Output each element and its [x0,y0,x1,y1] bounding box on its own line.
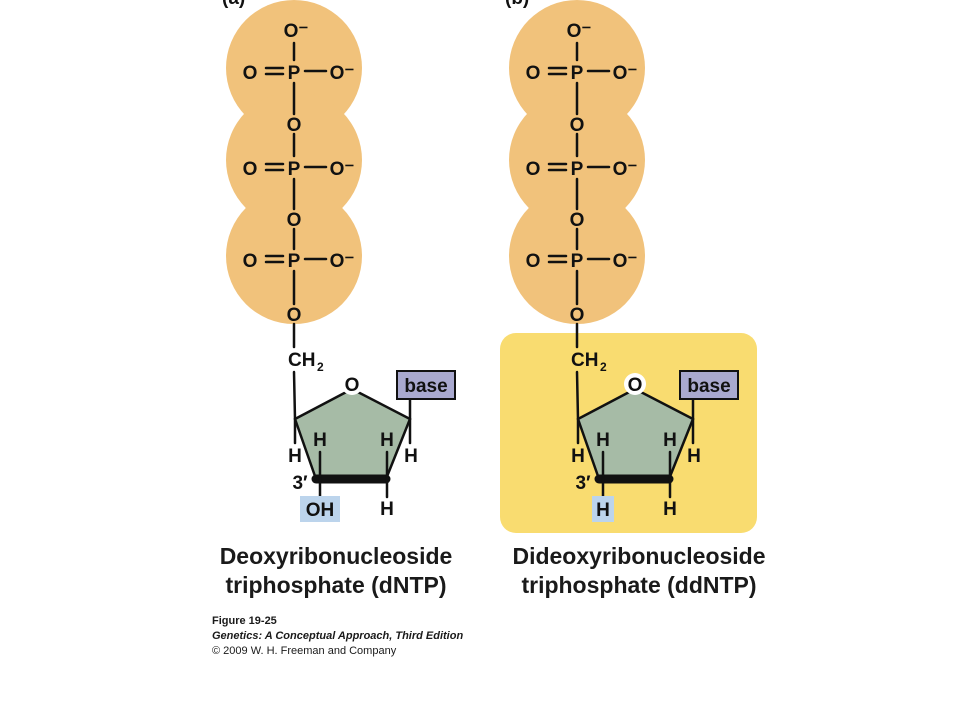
bond-ch2-c4 [292,370,297,421]
panel-b-title-line2: triphosphate (ddNTP) [521,572,757,598]
figure-credit: Figure 19-25 Genetics: A Conceptual Appr… [212,614,463,659]
phosphorus-3: P [571,251,584,272]
hydrogen-c3-upper: H [313,430,327,451]
three-prime-group: OH [306,500,335,521]
charged-oxygen-top: O⁻ [567,21,592,42]
phosphorus-2: P [571,159,584,180]
panel-a-title-line1: Deoxyribonucleoside [219,543,453,569]
double-bond-oxygen-1: O [243,63,258,84]
hydrogen-c1: H [404,446,418,467]
three-prime-label: 3′ [292,473,308,494]
ring-oxygen: O [628,375,643,396]
charged-oxygen-1: O⁻ [613,63,638,84]
double-bond-oxygen-3: O [526,251,541,272]
double-bond-oxygen-3: O [243,251,258,272]
base-label: base [404,376,447,397]
bridge-oxygen-3: O [287,305,302,326]
bridge-oxygen-3: O [570,305,585,326]
bridge-oxygen-2: O [570,210,585,231]
panel-label-b: (b) [505,0,529,9]
hydrogen-c2-upper: H [663,430,677,451]
double-bond-oxygen-1: O [526,63,541,84]
ch2-carbon: CH [288,350,315,371]
ring-oxygen-bg [341,373,363,395]
base-box [679,370,739,400]
bridge-oxygen-1: O [570,115,585,136]
three-prime-box [300,496,340,522]
panel-b-title-line1: Dideoxyribonucleoside [512,543,766,569]
panel-a-title-line2: triphosphate (dNTP) [225,572,447,598]
three-prime-label: 3′ [575,473,591,494]
three-prime-group: H [596,500,610,521]
charged-oxygen-2: O⁻ [613,159,638,180]
phosphate-disc-2 [226,92,362,228]
book-title: Genetics: A Conceptual Approach, Third E… [212,630,464,642]
ch2-subscript: 2 [317,360,324,374]
base-box [396,370,456,400]
charged-oxygen-2: O⁻ [330,159,355,180]
phosphate-disc-3 [509,188,645,324]
panel-label-a: (a) [222,0,245,9]
hydrogen-c4: H [571,446,585,467]
hydrogen-c2-upper: H [380,430,394,451]
bond-ch2-c4 [575,370,580,421]
phosphate-disc-2 [509,92,645,228]
phosphate-disc-3 [226,188,362,324]
ring-oxygen-bg [624,373,646,395]
double-bond-oxygen-2: O [243,159,258,180]
charged-oxygen-1: O⁻ [330,63,355,84]
hydrogen-c2-lower: H [663,499,677,520]
phosphorus-1: P [288,63,301,84]
hydrogen-c1: H [687,446,701,467]
panel-b-title: Dideoxyribonucleoside triphosphate (ddNT… [484,542,794,600]
phosphorus-3: P [288,251,301,272]
copyright-line: © 2009 W. H. Freeman and Company [212,645,397,657]
charged-oxygen-3: O⁻ [330,251,355,272]
bridge-oxygen-2: O [287,210,302,231]
hydrogen-c4: H [288,446,302,467]
charged-oxygen-top: O⁻ [284,21,309,42]
phosphorus-2: P [288,159,301,180]
ring-oxygen: O [345,375,360,396]
panel-a-title: Deoxyribonucleoside triphosphate (dNTP) [186,542,486,600]
charged-oxygen-3: O⁻ [613,251,638,272]
hydrogen-c3-upper: H [596,430,610,451]
ch2-carbon: CH [571,350,598,371]
hydrogen-c2-lower: H [380,499,394,520]
double-bond-oxygen-2: O [526,159,541,180]
figure-number: Figure 19-25 [212,615,277,627]
base-label: base [687,376,730,397]
three-prime-box [592,496,614,522]
bridge-oxygen-1: O [287,115,302,136]
ch2-subscript: 2 [600,360,607,374]
phosphorus-1: P [571,63,584,84]
